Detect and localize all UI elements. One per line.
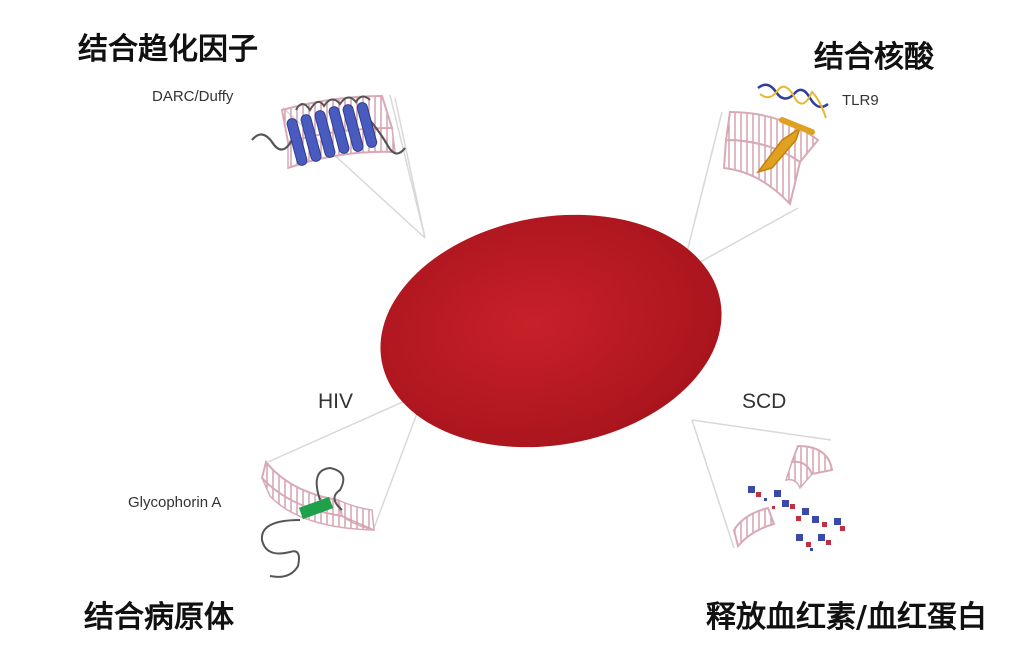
scd-membrane-inset [732,444,845,551]
darc-protein-helices [286,102,378,166]
dna-strand-blue [757,83,829,109]
darc-membrane-inset [251,94,406,170]
dna-strand-yellow [759,85,827,119]
heading-heme-release: 释放血红素/血红蛋白 [706,600,987,635]
glycophorin-membrane-inset [260,459,375,578]
heme-particles [748,486,845,551]
label-tlr9: TLR9 [842,92,879,109]
heading-nucleic-acid: 结合核酸 [814,40,934,75]
tlr9-protein [756,126,802,174]
darc-protein-tail [251,117,406,155]
tlr9-membrane-inset [722,83,829,207]
label-darc-duffy: DARC/Duffy [152,88,234,105]
label-glycophorin-a: Glycophorin A [128,494,222,511]
label-hiv: HIV [318,390,354,413]
glycophorin-protein [298,496,334,520]
heading-chemokine: 结合趋化因子 [78,32,258,67]
heading-pathogen: 结合病原体 [84,600,234,635]
red-blood-cell [380,214,722,448]
label-scd: SCD [742,390,787,413]
glycophorin-protein-tail [260,466,345,578]
